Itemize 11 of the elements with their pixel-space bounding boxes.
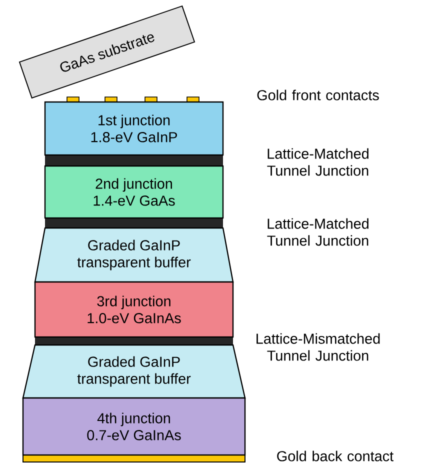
layer-label: Gold back contact xyxy=(277,450,394,462)
layer-label: Lattice-Matched Tunnel Junction xyxy=(267,218,368,246)
layer-label: Gold front contacts xyxy=(257,90,379,100)
buffer-layer: Graded GaInP transparent buffer xyxy=(34,227,234,283)
layer-label: Lattice-Matched Tunnel Junction xyxy=(267,148,368,176)
junction-layer: 1st junction 1.8-eV GaInP xyxy=(44,101,224,156)
junction-layer: 2nd junction 1.4-eV GaAs xyxy=(44,165,224,219)
buffer-layer: Graded GaInP transparent buffer xyxy=(22,344,246,399)
layer-label: Lattice-Mismatched Tunnel Junction xyxy=(256,333,380,361)
junction-layer: 4th junction 0.7-eV GaInAs xyxy=(22,397,246,456)
junction-layer: 3rd junction 1.0-eV GaInAs xyxy=(34,281,234,338)
